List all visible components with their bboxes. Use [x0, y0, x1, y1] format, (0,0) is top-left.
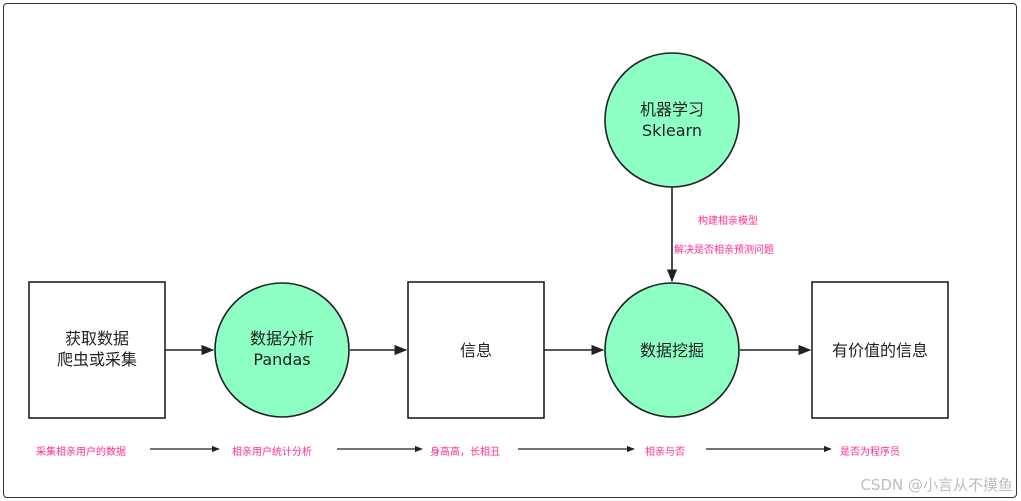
ml-label: 机器学习 Sklearn	[605, 99, 739, 141]
edge-label-build-model: 构建相亲模型	[698, 216, 758, 227]
mining-label: 数据挖掘	[605, 340, 739, 361]
ml-label-line2: Sklearn	[642, 121, 702, 140]
bottom-label-4: 相亲与否	[645, 447, 685, 458]
analysis-label-line1: 数据分析	[249, 329, 314, 348]
edge-label-solve-prediction: 解决是否相亲预测问题	[674, 245, 774, 256]
analysis-label-line2: Pandas	[253, 350, 311, 369]
analysis-label: 数据分析 Pandas	[215, 328, 349, 370]
info-label-line1: 信息	[459, 341, 492, 360]
bottom-label-1: 采集相亲用户的数据	[36, 447, 126, 458]
valuable-box	[811, 281, 949, 419]
mining-label-line1: 数据挖掘	[639, 341, 704, 360]
valuable-label: 有价值的信息	[812, 340, 948, 361]
csdn-watermark: CSDN @小言从不摸鱼	[860, 476, 1013, 494]
ml-label-line1: 机器学习	[639, 100, 704, 119]
bottom-label-5: 是否为程序员	[840, 447, 900, 458]
collect-label: 获取数据 爬虫或采集	[29, 328, 165, 370]
analysis-circle	[214, 282, 350, 418]
info-box	[407, 281, 545, 419]
mining-circle	[604, 282, 740, 418]
collect-box	[28, 281, 166, 419]
collect-label-line2: 爬虫或采集	[56, 350, 137, 369]
info-label: 信息	[408, 340, 544, 361]
bottom-label-2: 相亲用户统计分析	[232, 447, 312, 458]
collect-label-line1: 获取数据	[64, 329, 129, 348]
valuable-label-line1: 有价值的信息	[831, 341, 928, 360]
bottom-label-3: 身高高，长相丑	[430, 447, 500, 458]
